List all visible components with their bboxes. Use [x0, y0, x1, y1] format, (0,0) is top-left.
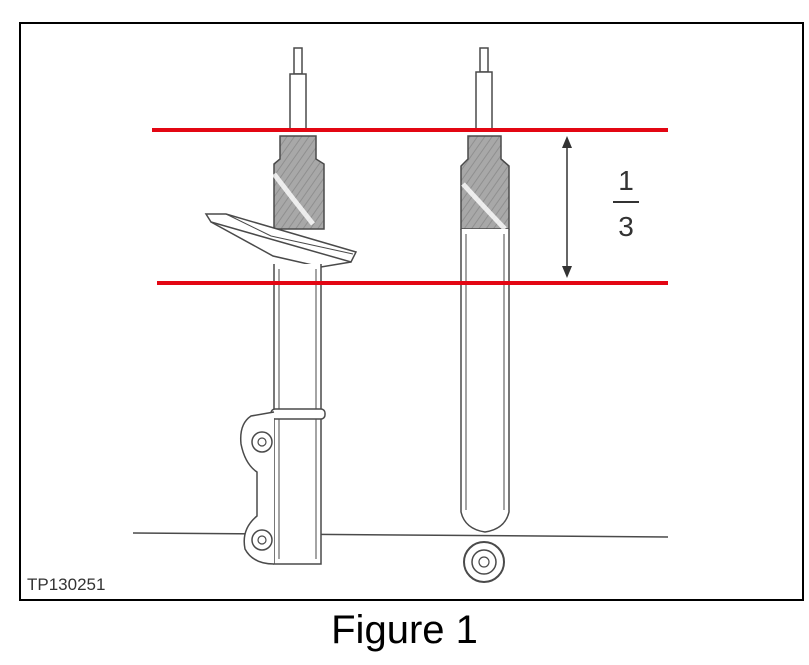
- right-shock-body: [460, 229, 510, 533]
- shock-absorber: [460, 47, 510, 583]
- right-piston-rod: [475, 47, 493, 131]
- right-shaded-section: [460, 135, 510, 230]
- left-shaded-section: [273, 135, 325, 230]
- left-piston-rod: [289, 47, 307, 131]
- fraction-numerator: 1: [618, 165, 634, 196]
- spring-seat: [204, 213, 358, 268]
- ground-line: [132, 532, 669, 538]
- figure-caption: Figure 1: [331, 608, 478, 652]
- shock-absorber-diagram: 1 3: [132, 47, 669, 583]
- figure-code: TP130251: [27, 575, 106, 594]
- strut-with-spring-seat: [204, 47, 358, 565]
- knuckle-bracket: [239, 411, 275, 565]
- lower-eye-mount: [463, 541, 505, 583]
- fraction-label: 1 3: [613, 165, 639, 242]
- dimension-arrow: [562, 136, 572, 278]
- left-collar: [270, 408, 326, 420]
- fraction-denominator: 3: [618, 211, 634, 242]
- figure-frame: 1 3 TP130251: [19, 22, 804, 601]
